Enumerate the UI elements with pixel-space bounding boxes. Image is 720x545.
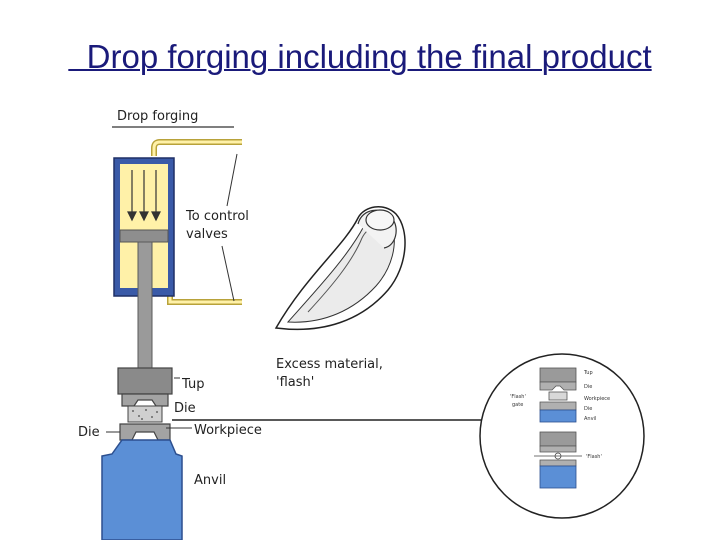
piston-head — [119, 229, 169, 243]
valves-leader-top — [226, 153, 238, 207]
slide-title: Drop forging including the final product — [68, 38, 652, 75]
control-pipe-top — [151, 139, 242, 156]
label-die-right: Die — [174, 401, 196, 416]
label-die-left: Die — [78, 425, 100, 440]
inset-label-workpiece: Workpiece — [584, 396, 610, 402]
inset-label-flash: 'Flash' — [586, 454, 602, 460]
inset-label-flash-gate-1: 'Flash' — [510, 394, 526, 400]
label-to-control-1: To control — [185, 209, 249, 224]
tup — [117, 367, 173, 395]
inset-label-tup: Tup — [583, 370, 593, 376]
inset-label-die-bottom: Die — [584, 406, 592, 412]
label-flash: 'flash' — [276, 375, 314, 390]
valves-leader-bottom — [221, 245, 235, 302]
inset-label-anvil: Anvil — [584, 416, 596, 422]
label-workpiece: Workpiece — [194, 423, 262, 438]
anvil — [101, 439, 183, 541]
drop-forging-figure: Drop forging To control valves Tup Die D… — [62, 96, 688, 541]
lower-die — [119, 423, 171, 441]
workpiece — [127, 405, 163, 423]
control-pipe-top-inner — [152, 140, 242, 156]
piston-rod — [137, 241, 153, 371]
label-to-control-2: valves — [186, 227, 228, 242]
pressure-arrows — [127, 170, 161, 222]
inset-labels: Tup Die Workpiece Die Anvil 'Flash' gate… — [510, 370, 610, 460]
inset-label-die-top: Die — [584, 384, 592, 390]
figure-heading: Drop forging — [117, 109, 198, 124]
label-tup: Tup — [181, 377, 204, 392]
forged-product — [274, 206, 406, 331]
workpiece-texture — [132, 409, 158, 420]
label-anvil: Anvil — [194, 473, 226, 488]
label-excess-material: Excess material, — [276, 357, 383, 372]
inset-label-flash-gate-2: gate — [512, 402, 523, 408]
inset-dies-closed — [539, 367, 577, 423]
upper-die — [121, 393, 169, 407]
inset-dies-open — [534, 431, 582, 489]
